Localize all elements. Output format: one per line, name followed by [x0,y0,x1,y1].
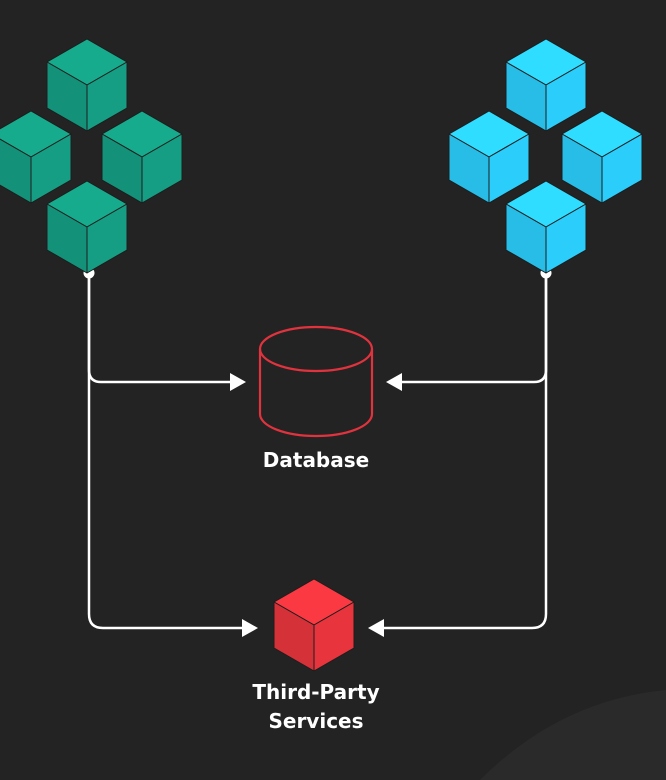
right-cube-middle-right-face-right [601,133,643,204]
arrowhead-right-database [386,373,402,391]
left-cube-middle-left [0,110,72,204]
connector-right-to-database [391,271,548,384]
third-party-cube-face-right [313,601,355,672]
left-cube-bottom [46,180,128,274]
arrowhead-left-third-party [242,619,258,637]
left-cube-middle-left-face-right [30,133,72,204]
database-icon-top [258,325,374,373]
database-icon-body [258,349,374,438]
right-cube-top [505,38,587,132]
database-icon [258,325,374,438]
arrowhead-right-third-party [368,619,384,637]
service-cluster-right [448,38,643,274]
service-cluster-left [0,38,183,274]
right-cube-middle-left [448,110,530,204]
right-cube-bottom-face-right [545,203,587,274]
right-cube-bottom [505,180,587,274]
third-party-label-line1: Third-Party [252,680,380,704]
arrowheads [230,373,402,637]
left-cube-top-face-right [86,61,128,132]
connector-right-to-third-party [375,271,548,630]
left-cube-middle-right-face-right [141,133,183,204]
third-party-cube [273,578,355,672]
right-cube-top-face-right [545,61,587,132]
left-cube-top [46,38,128,132]
database-label: Database [262,448,370,472]
background-shape [480,690,666,780]
connector-left-to-database [87,271,240,384]
left-cube-bottom-face-right [86,203,128,274]
right-cube-middle-left-face-right [488,133,530,204]
connectors [87,271,548,630]
arrowhead-left-database [230,373,246,391]
left-cube-middle-right [101,110,183,204]
connector-left-to-third-party [87,271,250,630]
third-party-label-line2: Services [268,709,364,733]
third-party-cube-icon [273,578,355,672]
right-cube-middle-right [561,110,643,204]
